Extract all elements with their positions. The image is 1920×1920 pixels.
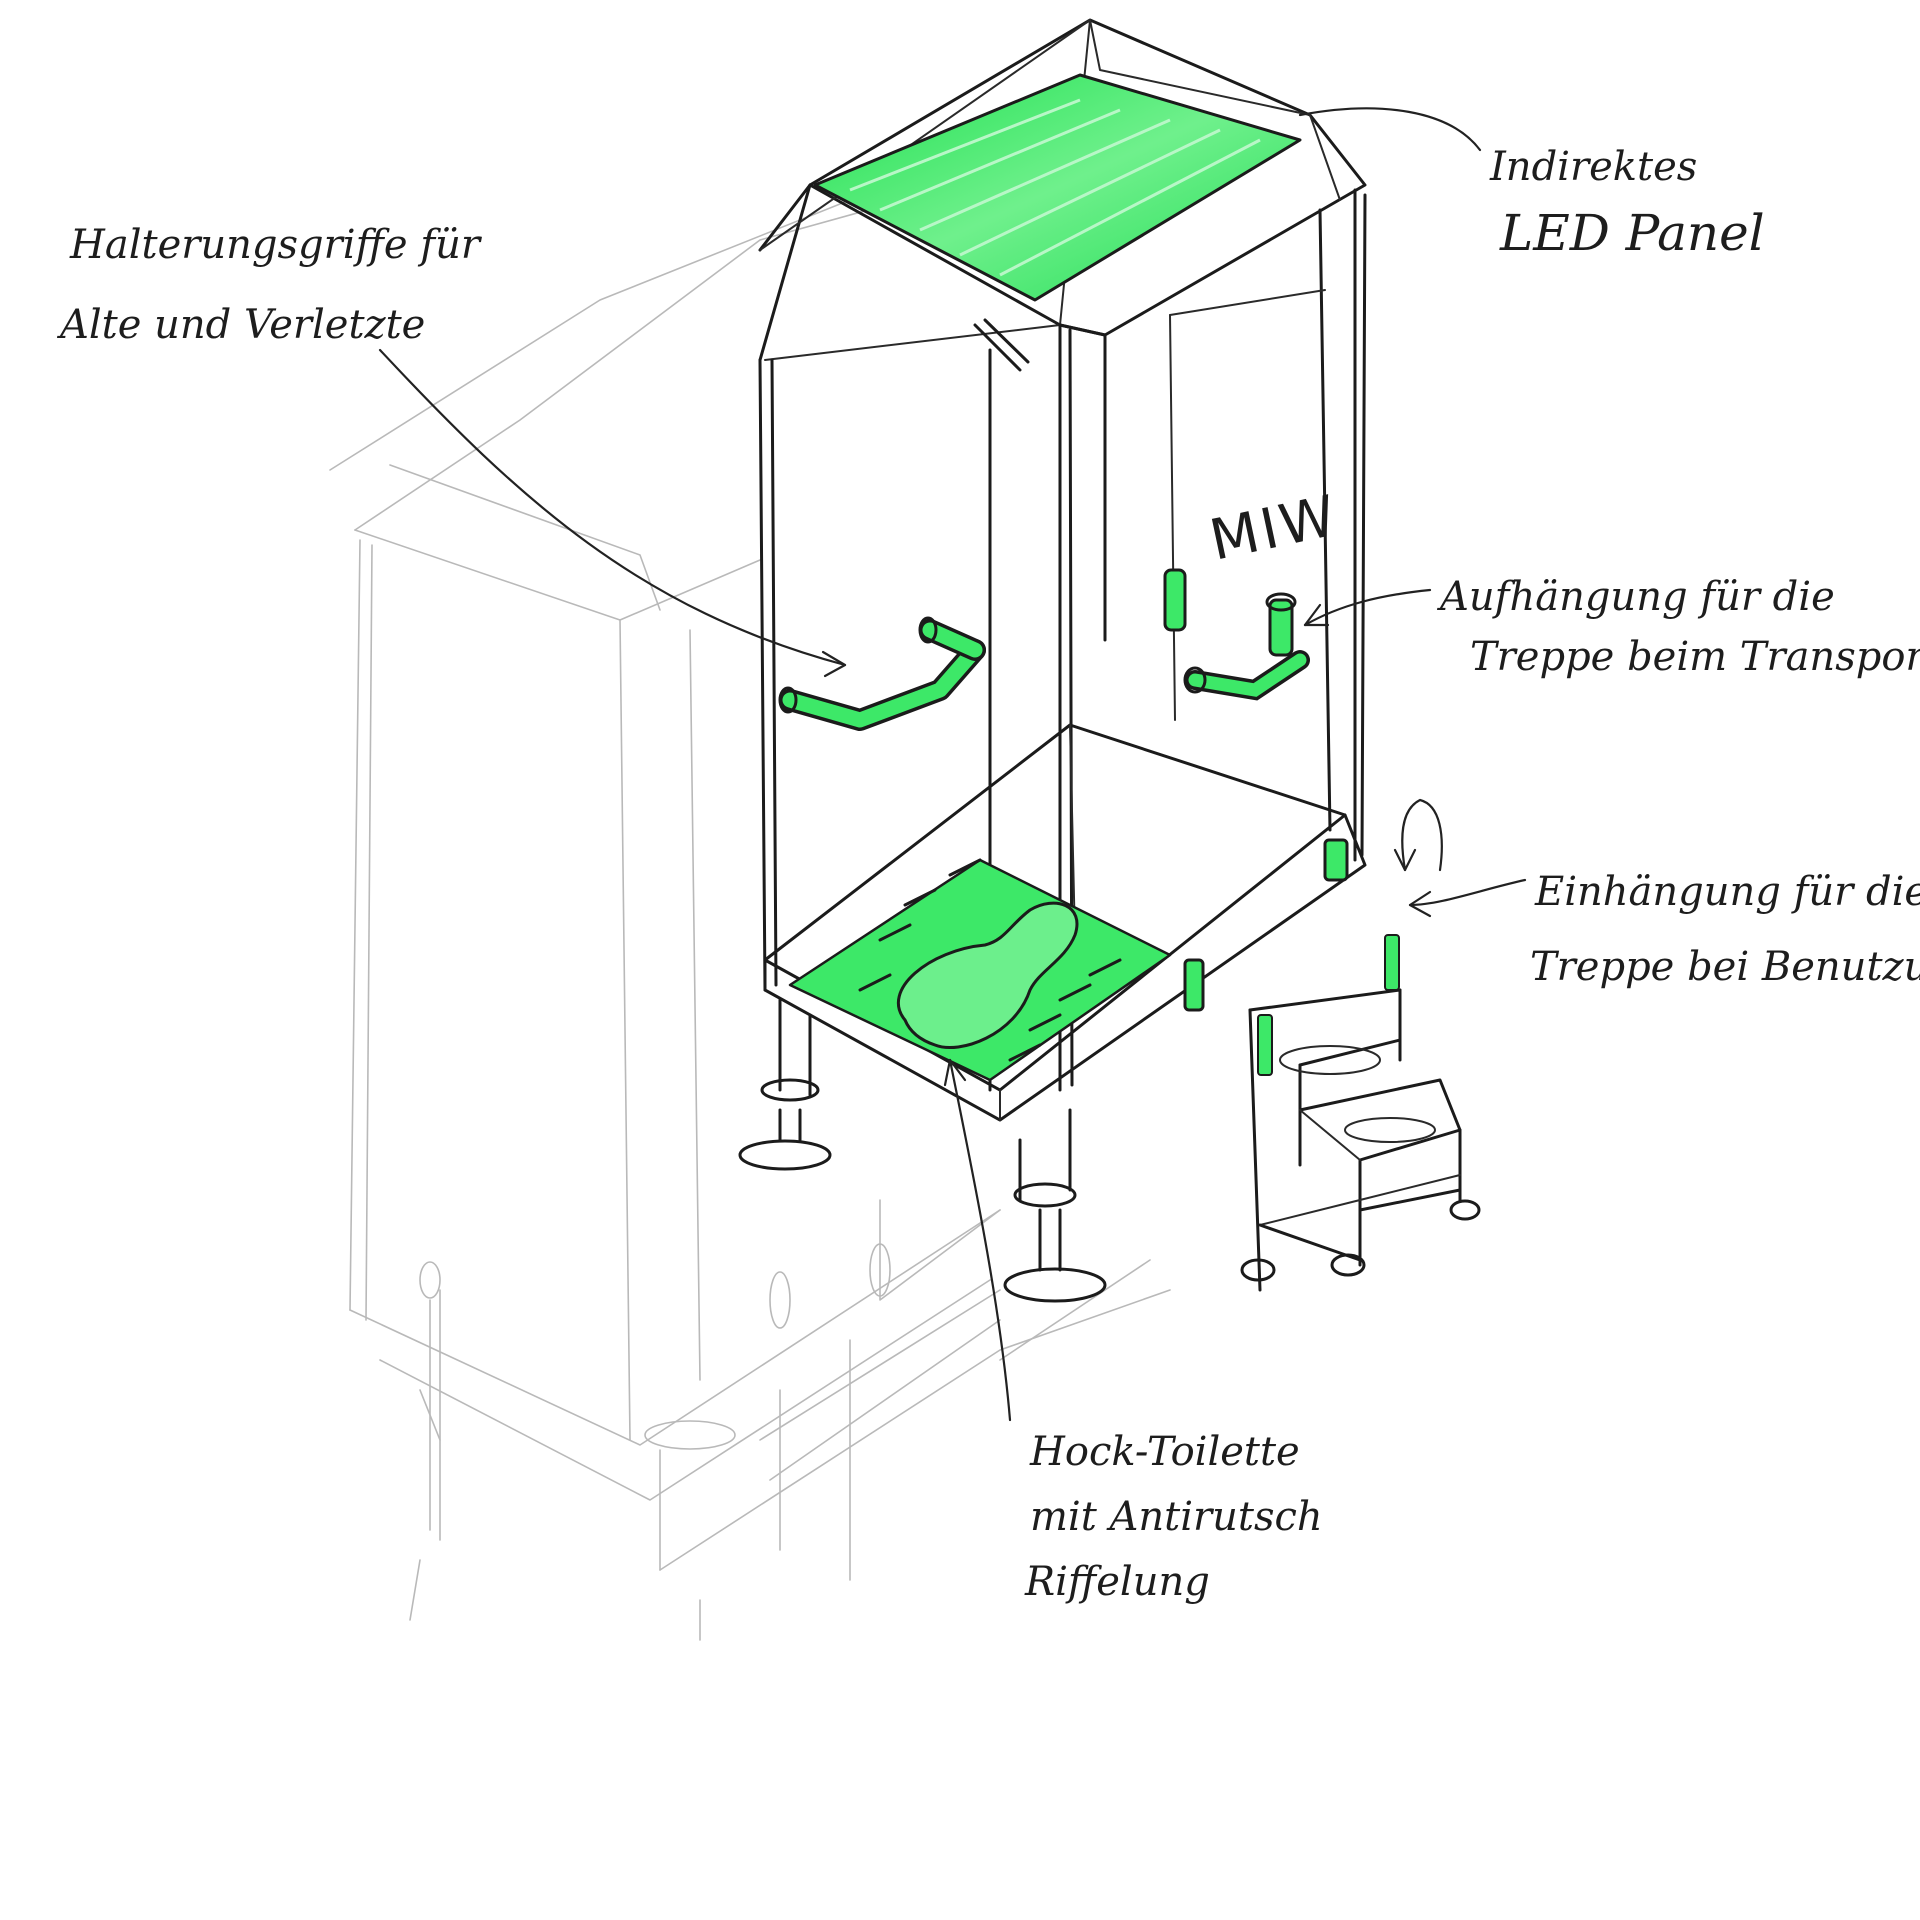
- label-transport-2: Treppe beim Transport: [1470, 634, 1920, 680]
- label-handles-1: Halterungsgriffe für: [69, 222, 483, 268]
- leader-toilet: [948, 1058, 1012, 1422]
- stair-hanger-transport: [1163, 568, 1297, 657]
- grab-handle-left: [778, 616, 986, 731]
- anti-slip-ridges: [858, 858, 1122, 1062]
- background-vehicle-pencil-sketch: [329, 139, 1171, 1641]
- label-handles-2: Alte und Verletzte: [56, 302, 425, 348]
- portable-stairs: [1240, 934, 1481, 1292]
- label-usage-2: Treppe bei Benutzung: [1530, 944, 1920, 990]
- annotation-leaders: [378, 107, 1527, 1422]
- leader-usage: [1408, 878, 1527, 907]
- leader-led: [1298, 107, 1482, 152]
- label-usage-1: Einhängung für die: [1534, 869, 1920, 915]
- brand-text: MIW: [1204, 483, 1344, 573]
- label-toilet-3: Riffelung: [1024, 1559, 1210, 1605]
- label-transport-1: Aufhängung für die: [1436, 574, 1835, 620]
- leader-handles: [378, 348, 847, 667]
- stair-mount-usage: [1183, 838, 1349, 1012]
- label-led-1: Indirektes: [1489, 144, 1697, 190]
- label-led-2: LED Panel: [1499, 204, 1765, 262]
- squat-toilet-bowl: [897, 901, 1079, 1050]
- grab-handle-right: [1183, 650, 1310, 701]
- led-panel-hatching: [849, 98, 1261, 277]
- cabin-feet: [738, 998, 1107, 1303]
- label-toilet-1: Hock-Toilette: [1029, 1429, 1300, 1475]
- label-toilet-2: mit Antirutsch: [1030, 1494, 1323, 1540]
- rotation-arrow: [1401, 798, 1443, 872]
- led-panel: [813, 73, 1302, 302]
- leader-transport: [1303, 588, 1432, 627]
